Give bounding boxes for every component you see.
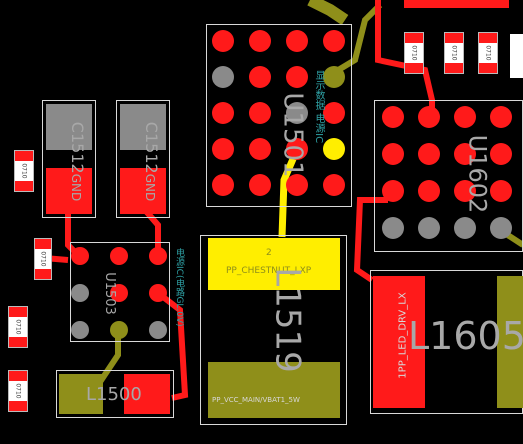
u1501-pad-r4-c3 [323, 174, 345, 196]
small-cap-7[interactable]: 0710 [478, 32, 498, 74]
u1501-pad-r1-c2 [286, 66, 308, 88]
u1602-pad-r2-c0 [382, 180, 404, 202]
l1500-outline[interactable] [56, 370, 174, 418]
u1501-pad-r0-c1 [249, 30, 271, 52]
u1602-pad-r3-c1 [418, 217, 440, 239]
u1503-pad-r2-c2 [149, 321, 167, 339]
u1503-pad-r1-c2 [149, 284, 167, 302]
l1519-refdes: L1519 [267, 267, 308, 373]
u1503-pad-r1-c0 [71, 284, 89, 302]
c1513-refdes: C1512GND [142, 121, 162, 202]
l1519-pin-top: 2 [266, 248, 272, 258]
u1501-pad-r3-c3 [323, 138, 345, 160]
u1501-pad-r4-c1 [249, 174, 271, 196]
u1602-pad-r1-c3 [490, 143, 512, 165]
trace-yellow-chestnut [278, 150, 300, 238]
u1602-pad-r0-c2 [454, 106, 476, 128]
u1501-pad-r0-c0 [212, 30, 234, 52]
u1602-pad-r2-c1 [418, 180, 440, 202]
c1513-pad-gnd [120, 104, 166, 150]
top-right-pad-strip [404, 0, 509, 8]
u1501-refdes: U1501 [277, 92, 308, 178]
u1501-pad-r4-c0 [212, 174, 234, 196]
u1501-pad-r2-c0 [212, 102, 234, 124]
l1519-pad-bottom [208, 362, 340, 418]
small-cap-6[interactable]: 0710 [444, 32, 464, 74]
small-cap-1[interactable]: 0710 [14, 150, 34, 192]
small-cap-4[interactable]: 0710 [8, 370, 28, 412]
l1519-pad-top [208, 238, 340, 290]
u1503-refdes: U1503 [101, 272, 117, 315]
u1501-note: 显示数据 电源IC [313, 70, 324, 144]
l1605-pad-left [373, 276, 425, 408]
c1513-pad-signal [120, 168, 166, 214]
u1503-outline[interactable] [70, 242, 170, 342]
small-cap-5[interactable]: 0710 [404, 32, 424, 74]
edge-chip [510, 34, 523, 78]
u1602-refdes: U1602 [463, 134, 492, 214]
c1512-pad-gnd [46, 104, 92, 150]
u1503-pad-r1-c1 [110, 284, 128, 302]
l1519-net-top: PP_CHESTNUT_LXP [226, 266, 312, 276]
u1501-outline[interactable] [206, 24, 352, 207]
c1512-outline[interactable] [42, 100, 96, 218]
u1501-pad-r0-c2 [286, 30, 308, 52]
u1503-pad-r2-c1 [110, 321, 128, 339]
u1501-pad-r1-c1 [249, 66, 271, 88]
u1501-pad-r3-c2 [286, 138, 308, 160]
u1602-pad-r0-c3 [490, 106, 512, 128]
u1501-pad-r0-c3 [323, 30, 345, 52]
u1501-pad-r2-c3 [323, 102, 345, 124]
l1605-pad-right [497, 276, 523, 408]
l1500-refdes: L1500 [86, 384, 142, 405]
u1501-pad-r4-c2 [286, 174, 308, 196]
trace-red-c1513 [142, 208, 161, 255]
u1501-pad-r1-c3 [323, 66, 345, 88]
trace-olive-u1501 [328, 2, 383, 78]
u1602-pad-r0-c0 [382, 106, 404, 128]
u1602-pad-r3-c0 [382, 217, 404, 239]
c1513-outline[interactable] [116, 100, 170, 218]
l1500-pad-left [59, 374, 103, 414]
u1501-pad-r3-c0 [212, 138, 234, 160]
u1602-pad-r1-c1 [418, 143, 440, 165]
l1519-net-bottom: PP_VCC_MAIN/VBAT1_5W [212, 396, 300, 404]
u1503-pad-r0-c2 [149, 247, 167, 265]
u1602-pad-r3-c2 [454, 217, 476, 239]
trace-olive-top [307, 0, 349, 25]
small-cap-3[interactable]: 0710 [8, 306, 28, 348]
u1501-pad-r1-c0 [212, 66, 234, 88]
l1519-outline[interactable] [200, 235, 347, 425]
small-cap-2[interactable]: 0710 [34, 238, 52, 280]
u1602-pad-r2-c3 [490, 180, 512, 202]
u1602-pad-r0-c1 [418, 106, 440, 128]
u1503-note: 电源IC(电路GL.0V) [174, 248, 184, 327]
l1500-pad-right [124, 374, 170, 414]
u1501-pad-r3-c1 [249, 138, 271, 160]
u1602-pad-r1-c2 [454, 143, 476, 165]
u1602-pad-r2-c2 [454, 180, 476, 202]
c1512-refdes: C1512GND [68, 121, 88, 202]
u1503-pad-r0-c0 [71, 247, 89, 265]
u1503-pad-r2-c0 [71, 321, 89, 339]
u1602-pad-r1-c0 [382, 143, 404, 165]
l1605-refdes: L1605 [408, 314, 523, 358]
u1501-pad-r2-c1 [249, 102, 271, 124]
c1512-pad-signal [46, 168, 92, 214]
u1602-pad-r3-c3 [490, 217, 512, 239]
u1501-pad-r2-c2 [286, 102, 308, 124]
u1503-pad-r0-c1 [110, 247, 128, 265]
